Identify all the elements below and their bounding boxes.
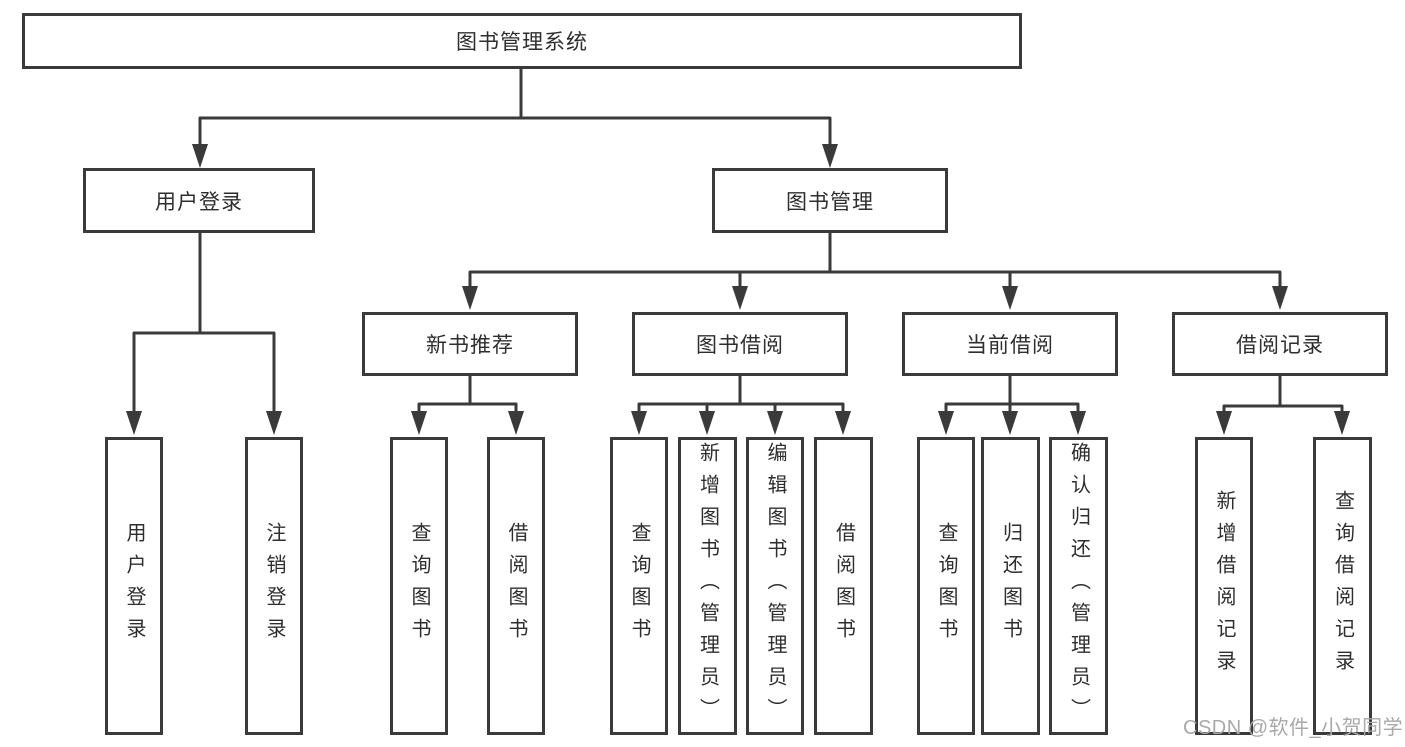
node-label: 注销登录: [263, 522, 285, 650]
connector-book-borrow-children: [631, 374, 851, 435]
node-label: 图书借阅: [696, 334, 784, 357]
node-borrow-records: 借阅记录: [1172, 312, 1388, 376]
node-label: 图书管理系统: [456, 31, 588, 54]
node-label: 借阅图书: [832, 522, 855, 650]
csdn-watermark: CSDN @软件_小贺同学: [1183, 717, 1404, 739]
node-label: 用户登录: [123, 522, 145, 650]
node-user-login: 用户登录: [83, 168, 315, 233]
node-new-book-recommend: 新书推荐: [362, 312, 578, 376]
leaf-add-book-admin: 新增图书（管理员）: [678, 437, 737, 735]
node-label: 归还图书: [999, 522, 1022, 650]
leaf-borrow-book: 借阅图书: [814, 437, 873, 735]
leaf-return-book: 归还图书: [981, 437, 1040, 735]
node-label: 借阅记录: [1236, 334, 1324, 357]
node-label: 用户登录: [155, 190, 243, 214]
node-book-borrow: 图书借阅: [632, 312, 848, 376]
node-label: 查询图书: [935, 522, 957, 650]
node-root-library-system: 图书管理系统: [22, 13, 1022, 69]
connector-borrow-records-children: [1216, 374, 1350, 435]
node-book-management: 图书管理: [712, 168, 948, 233]
node-label: 确认归还（管理员）: [1067, 442, 1090, 730]
connector-user-login-children: [126, 231, 282, 435]
connector-book-management-to-level2: [462, 231, 1288, 310]
leaf-edit-book-admin: 编辑图书（管理员）: [746, 437, 804, 735]
connector-root-to-level1: [192, 67, 838, 168]
leaf-borrow-books-recommend: 借阅图书: [487, 437, 545, 735]
node-label: 当前借阅: [966, 334, 1054, 357]
leaf-query-borrow-record: 查询借阅记录: [1313, 437, 1372, 735]
leaf-confirm-return-admin: 确认归还（管理员）: [1049, 437, 1108, 735]
node-label: 编辑图书（管理员）: [764, 442, 786, 730]
node-label: 新增图书（管理员）: [696, 442, 719, 730]
node-label: 借阅图书: [505, 522, 527, 650]
node-label: 图书管理: [786, 190, 874, 214]
connector-current-borrow-children: [938, 374, 1086, 435]
node-label: 新书推荐: [426, 334, 514, 357]
leaf-logout: 注销登录: [245, 437, 303, 735]
node-label: 新增借阅记录: [1213, 490, 1235, 682]
node-label: 查询图书: [628, 522, 650, 650]
leaf-add-borrow-record: 新增借阅记录: [1195, 437, 1253, 735]
node-label: 查询借阅记录: [1331, 490, 1354, 682]
leaf-user-login: 用户登录: [105, 437, 163, 735]
leaf-query-books-recommend: 查询图书: [390, 437, 448, 735]
node-current-borrow: 当前借阅: [902, 312, 1118, 376]
leaf-query-books-current: 查询图书: [917, 437, 975, 735]
node-label: 查询图书: [408, 522, 430, 650]
connector-new-book-recommend-children: [411, 374, 524, 435]
leaf-query-books-borrow: 查询图书: [610, 437, 668, 735]
